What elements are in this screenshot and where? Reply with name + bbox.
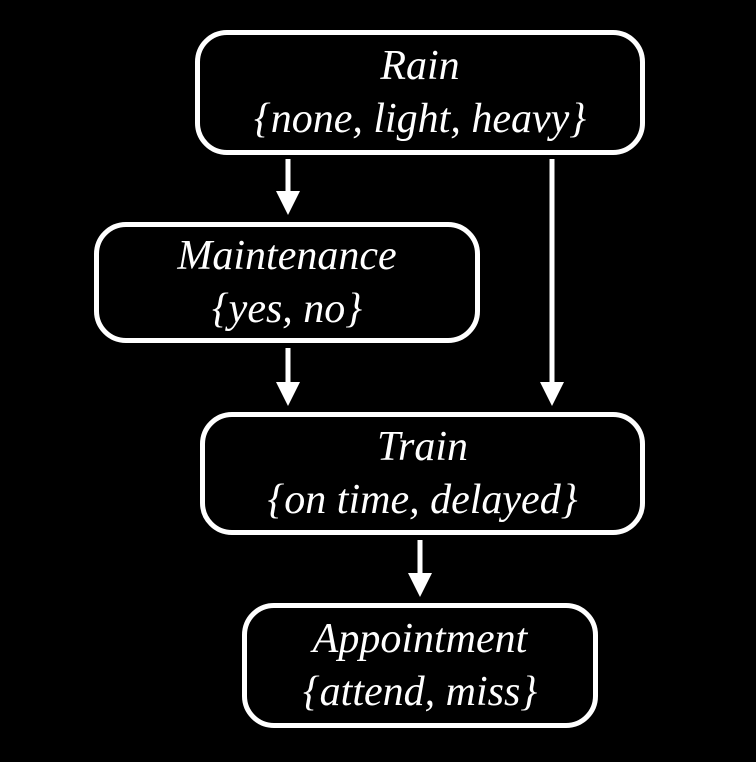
edge-train-appointment — [408, 540, 432, 597]
node-appointment-states: {attend, miss} — [302, 668, 538, 715]
node-train: Train {on time, delayed} — [200, 412, 645, 535]
node-maintenance-states: {yes, no} — [211, 285, 363, 332]
node-rain-states: {none, light, heavy} — [253, 95, 587, 142]
edge-rain-maintenance — [276, 159, 300, 215]
node-maintenance-title: Maintenance — [177, 232, 397, 279]
node-train-title: Train — [376, 423, 469, 470]
node-appointment: Appointment {attend, miss} — [242, 603, 598, 728]
edge-rain-train — [540, 159, 564, 406]
edge-maintenance-train — [276, 348, 300, 406]
node-rain: Rain {none, light, heavy} — [195, 30, 645, 155]
node-appointment-title: Appointment — [312, 615, 528, 662]
node-rain-title: Rain — [380, 42, 460, 89]
node-maintenance: Maintenance {yes, no} — [94, 222, 480, 343]
node-train-states: {on time, delayed} — [267, 476, 578, 523]
